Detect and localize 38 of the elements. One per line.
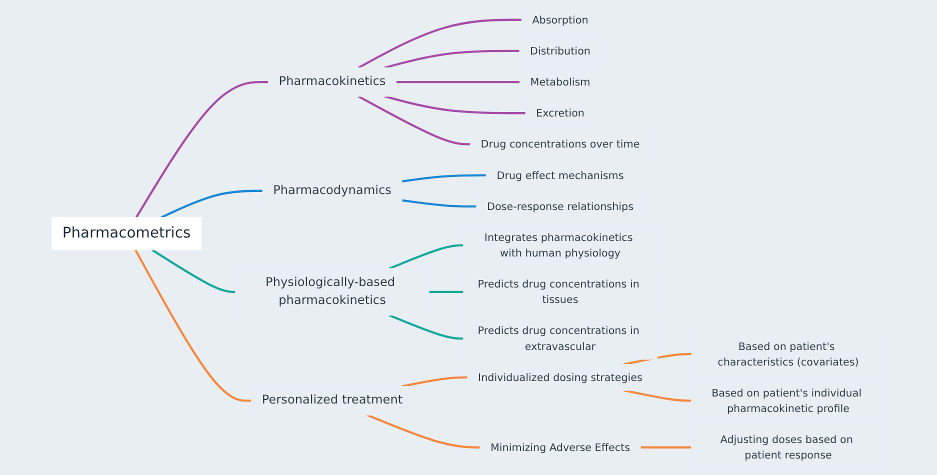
connector <box>366 414 480 448</box>
node-text: Minimizing Adverse Effects <box>490 441 630 454</box>
node-text: Based on patient's individual pharmacokinetic profile <box>712 386 862 415</box>
node-text: Individualized dosing strategies <box>478 371 642 384</box>
node-text: Drug concentrations over time <box>480 138 640 150</box>
connector <box>388 244 464 270</box>
connector <box>358 95 470 146</box>
node-text: Integrates pharmacokinetics with human physiology <box>484 231 633 260</box>
node-text: Metabolism <box>530 76 590 88</box>
connector <box>384 50 520 69</box>
node-text: Predicts drug concentrations in tissues <box>478 278 640 306</box>
connector <box>396 80 520 84</box>
node-text: Pharmacodynamics <box>273 184 392 198</box>
connector <box>135 80 268 218</box>
node-box: Pharmacometrics <box>52 216 202 250</box>
connector <box>402 174 486 182</box>
connector <box>358 18 522 69</box>
connector <box>623 389 692 402</box>
node-text: Excretion <box>536 107 584 120</box>
node-text: Drug effect mechanisms <box>496 169 624 182</box>
node-text: Based on patient's characteristics (covariates) <box>718 340 859 368</box>
node-text: Predicts drug concentrations in extravascular <box>478 324 640 352</box>
node-text: Personalized treatment <box>262 393 403 408</box>
node-text: Distribution <box>530 44 590 57</box>
connector <box>623 353 692 366</box>
connector <box>402 376 468 388</box>
connector <box>160 190 263 218</box>
connector <box>640 446 692 448</box>
connector <box>151 248 236 293</box>
connector <box>402 199 477 208</box>
node-text: Adjusting doses based on patient response <box>720 434 853 462</box>
connector <box>384 95 526 114</box>
node-text: Dose-response relationships <box>486 200 634 212</box>
node-text: Absorption <box>532 14 588 26</box>
connector <box>134 249 252 402</box>
connector <box>428 290 464 293</box>
connector <box>388 314 464 340</box>
node-text: Physiologically-based pharmacokinetics <box>266 276 396 308</box>
